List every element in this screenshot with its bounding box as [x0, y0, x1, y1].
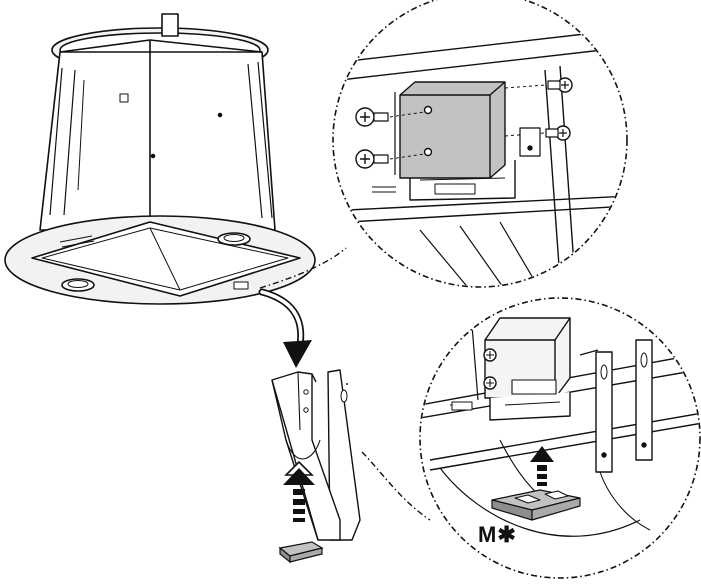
screw-right-bottom [545, 125, 571, 141]
clip-part-small [278, 541, 324, 564]
zoom-connector-top [259, 247, 347, 289]
mounting-bracket [271, 369, 361, 541]
part-label-m: M✱ [478, 522, 517, 547]
insert-arrow-bracket [283, 460, 315, 522]
screw-left-top [355, 107, 389, 127]
zoom-connector-bottom [361, 451, 431, 521]
clip-part-m [491, 489, 581, 521]
screw-right-top [547, 77, 573, 93]
zoom-detail-top [332, 0, 628, 288]
insert-arrow-detail [530, 446, 554, 486]
cooker-hood [4, 13, 316, 305]
transition-arrow [258, 288, 312, 368]
screw-left-bottom [355, 149, 389, 169]
zoom-detail-bottom [419, 297, 701, 579]
